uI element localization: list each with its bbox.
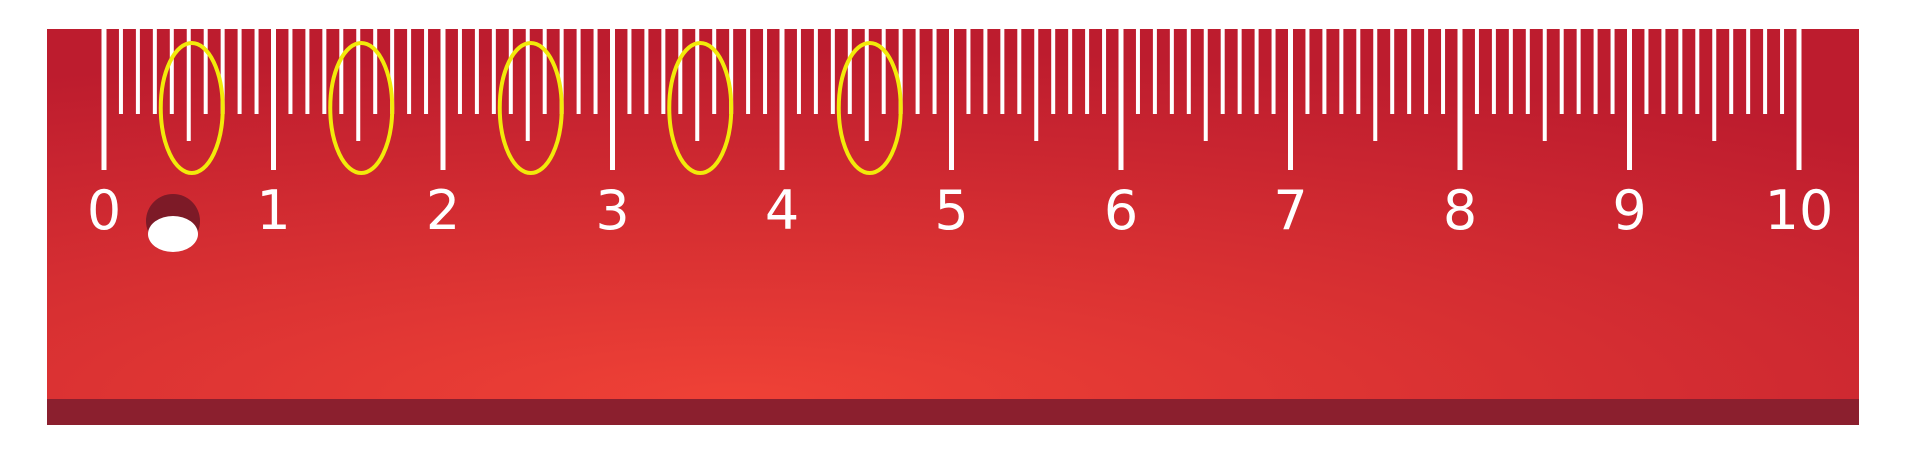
unit-labels: 0 1 2 3 4 5 6 7 8 9 10 [87,179,1834,242]
unit-label-5: 5 [934,179,968,242]
unit-label-3: 3 [595,179,629,242]
unit-label-8: 8 [1443,179,1477,242]
unit-label-0: 0 [87,179,121,242]
highlight-ellipse [667,41,734,175]
unit-label-4: 4 [765,179,799,242]
unit-label-2: 2 [426,179,460,242]
unit-label-9: 9 [1612,179,1646,242]
ruler-bottom-strip [47,399,1859,425]
highlight-ellipse [836,41,903,175]
highlight-ellipse [328,41,395,175]
unit-label-10: 10 [1765,179,1834,242]
highlighted-half-marks [158,41,903,175]
hanging-hole-icon [146,194,200,252]
tick-marks [101,29,1802,170]
highlight-ellipse [158,41,225,175]
unit-label-1: 1 [256,179,290,242]
unit-label-7: 7 [1273,179,1307,242]
highlight-ellipse [497,41,564,175]
unit-label-6: 6 [1104,179,1138,242]
